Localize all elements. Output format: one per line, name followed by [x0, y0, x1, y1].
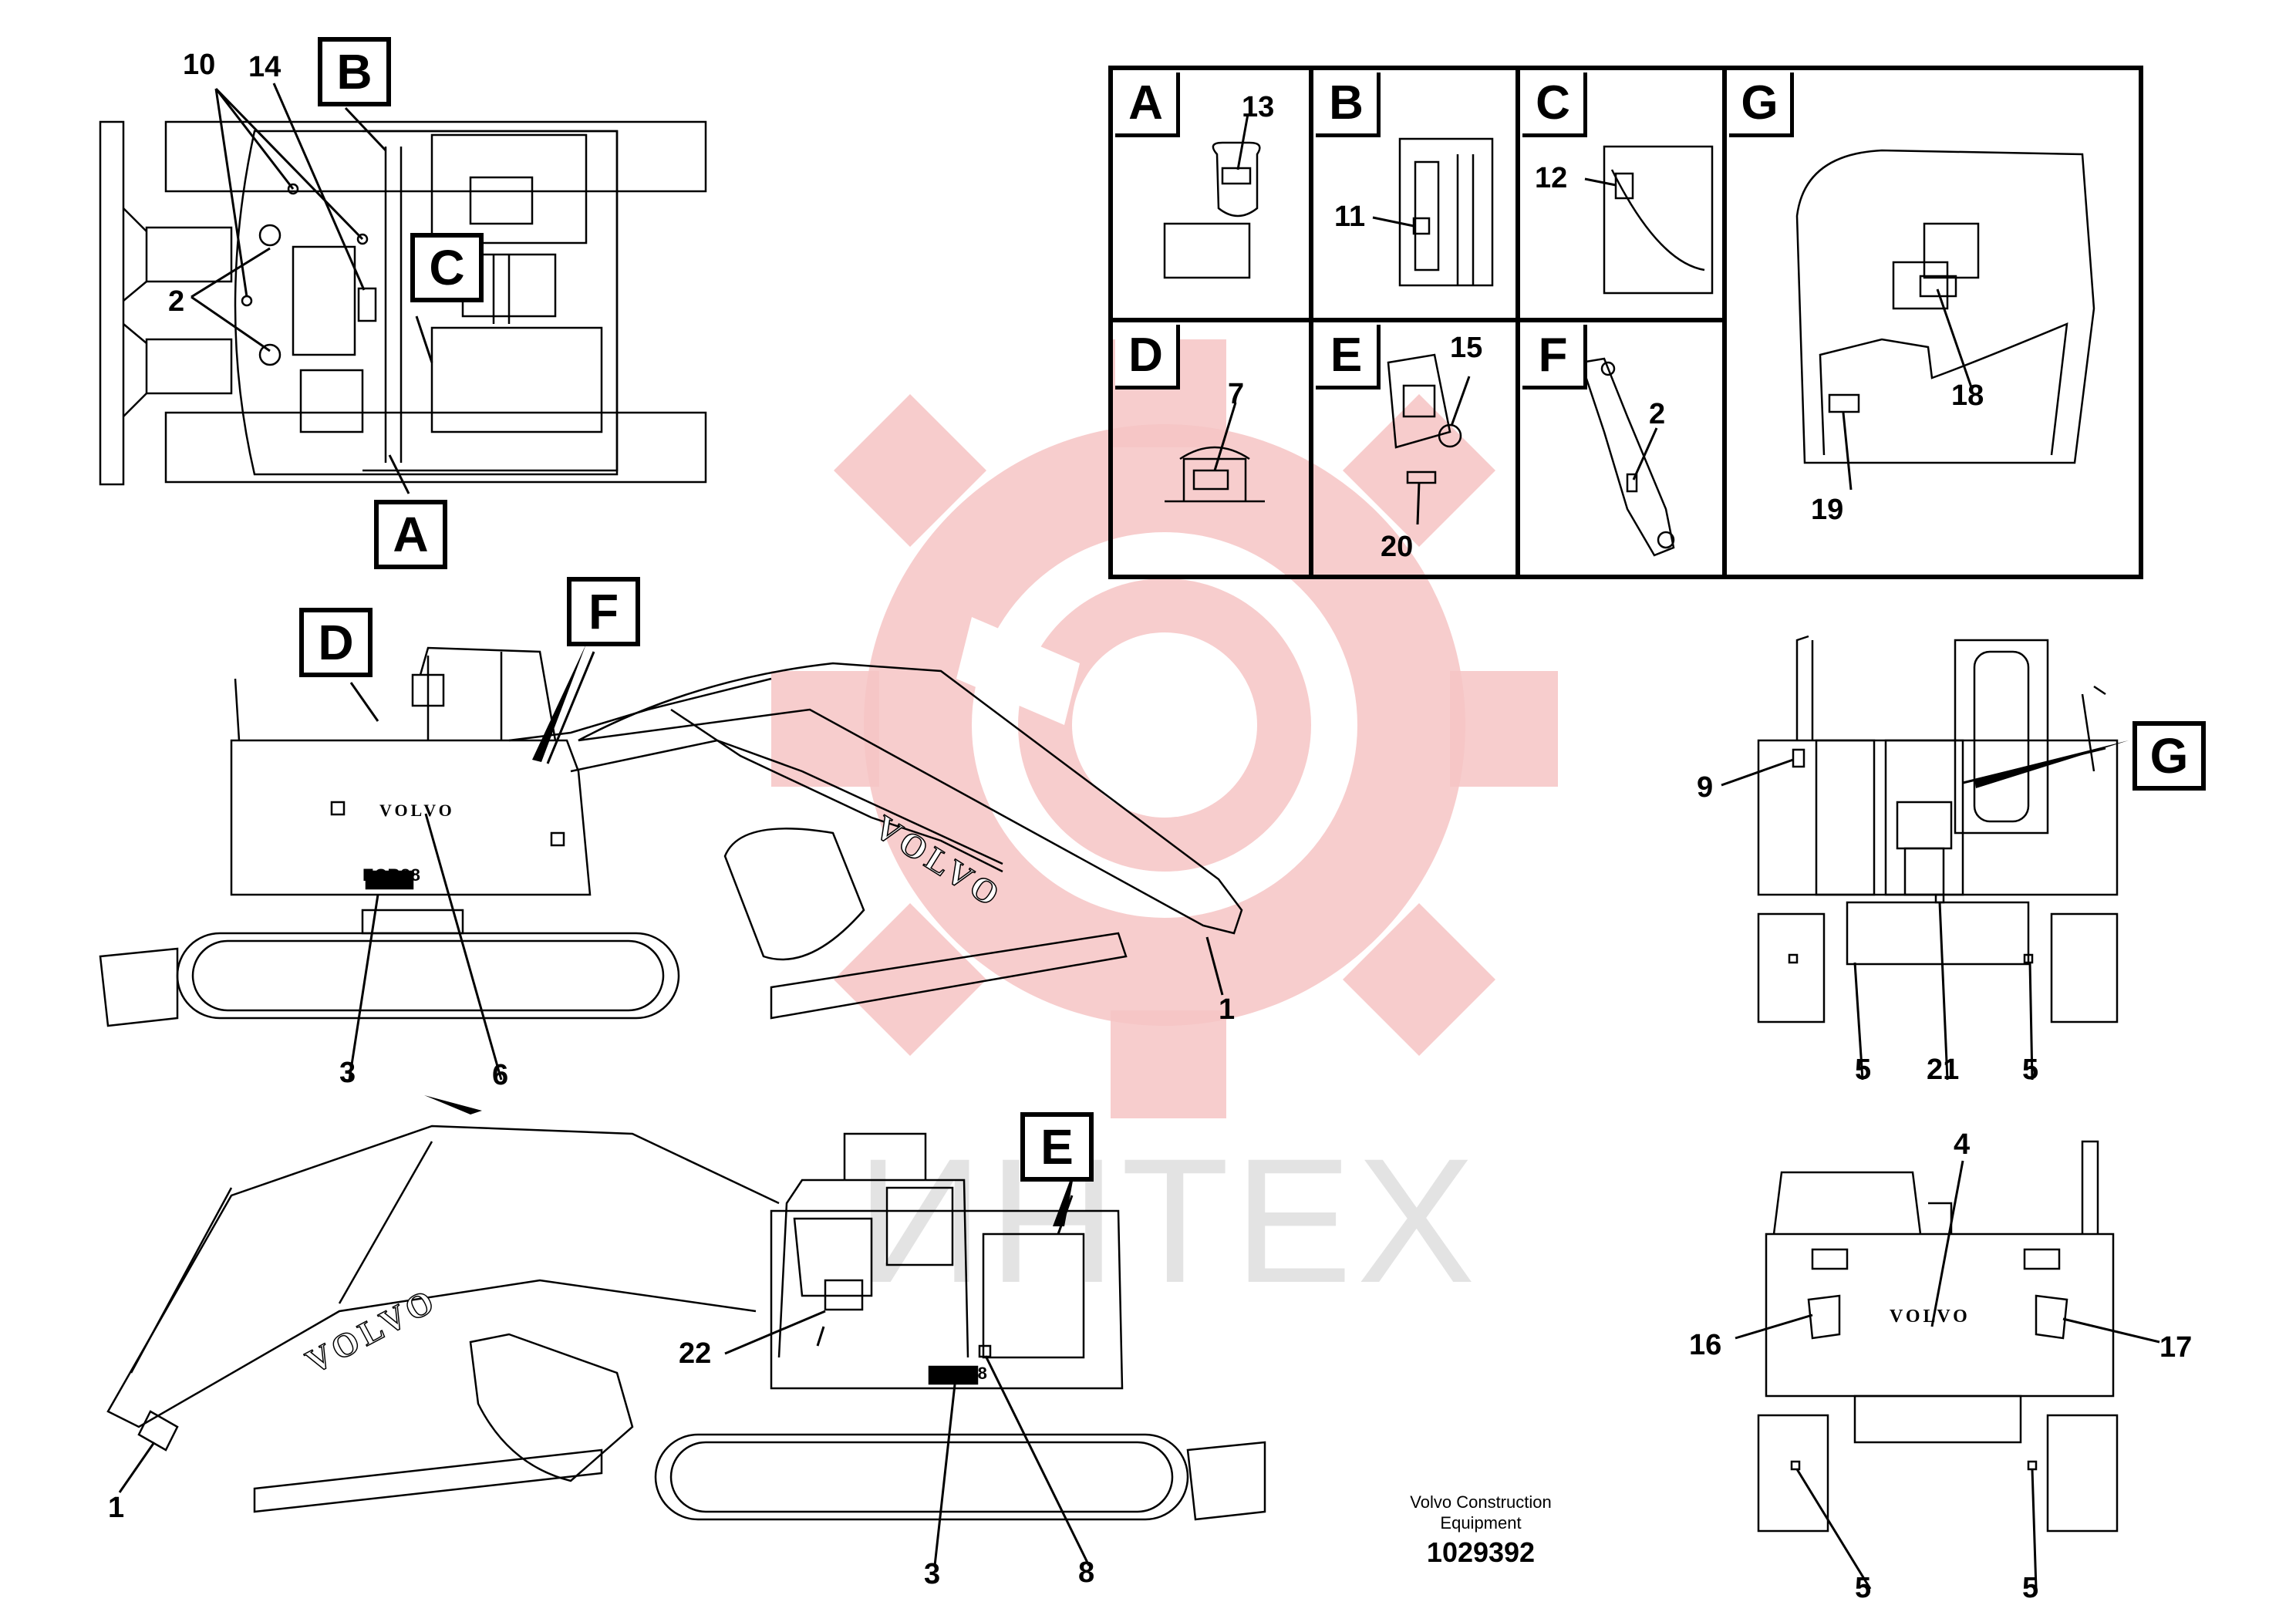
panel-letter-B: B [1316, 73, 1381, 137]
callout-6: 6 [492, 1059, 509, 1091]
callout-5-rear-left: 5 [1855, 1054, 1872, 1086]
callout-22: 22 [679, 1337, 712, 1370]
callout-9: 9 [1697, 771, 1714, 804]
callout-12: 12 [1535, 162, 1568, 194]
view-letter-E: E [1020, 1112, 1094, 1182]
view-letter-F: F [567, 577, 640, 646]
callout-11: 11 [1334, 201, 1366, 233]
callout-8: 8 [1078, 1556, 1095, 1589]
rear-view [1757, 635, 2119, 1023]
panel-letter-A: A [1115, 73, 1180, 137]
callout-5-front-right: 5 [2022, 1572, 2039, 1604]
callout-18: 18 [1951, 379, 1984, 412]
callout-19: 19 [1811, 494, 1844, 526]
top-view [99, 120, 707, 486]
panel-letter-C: C [1522, 73, 1587, 137]
callout-13: 13 [1242, 91, 1275, 123]
callout-17: 17 [2159, 1331, 2193, 1364]
view-letter-C: C [410, 233, 484, 302]
callout-5-rear-right: 5 [2022, 1054, 2039, 1086]
view-letter-G: G [2132, 721, 2206, 791]
panel-letter-F: F [1522, 325, 1587, 389]
callout-3-side1: 3 [339, 1057, 356, 1089]
panel-letter-G: G [1729, 73, 1794, 137]
footer-company-line1: Volvo Construction [1410, 1492, 1552, 1512]
callout-16: 16 [1689, 1329, 1722, 1361]
callout-3-side2: 3 [924, 1558, 941, 1590]
footer-drawing-number: 1029392 [1426, 1536, 1536, 1568]
callout-21: 21 [1927, 1054, 1960, 1086]
brand-text-front: VOLVO [1890, 1307, 1971, 1327]
view-letter-B: B [318, 37, 391, 106]
callout-10: 10 [183, 49, 216, 81]
panel-letter-D: D [1115, 325, 1180, 389]
callout-2-detail: 2 [1649, 398, 1666, 430]
callout-15: 15 [1450, 332, 1483, 364]
callout-4: 4 [1954, 1128, 1971, 1161]
callout-2-top: 2 [168, 285, 185, 318]
view-letter-A: A [374, 500, 447, 569]
side-view-1 [99, 646, 1243, 1027]
callout-14: 14 [248, 51, 282, 83]
callout-7: 7 [1228, 378, 1245, 410]
panel-letter-E: E [1316, 325, 1381, 389]
callout-1-side2: 1 [108, 1492, 125, 1524]
footer-company-line2: Equipment [1440, 1513, 1522, 1533]
watermark-text: ИНТЕХ [856, 1121, 1480, 1320]
brand-text-side1: VOLVO [379, 801, 455, 820]
callout-5-front-left: 5 [1855, 1572, 1872, 1604]
side-view-2 [106, 1125, 1266, 1521]
front-view [1757, 1140, 2119, 1533]
model-badge-side2: ECR88 [929, 1364, 988, 1383]
view-letter-D: D [299, 608, 373, 677]
model-badge-side1: ECR88 [362, 865, 421, 885]
callout-20: 20 [1381, 531, 1414, 563]
callout-1-side1: 1 [1219, 993, 1236, 1026]
